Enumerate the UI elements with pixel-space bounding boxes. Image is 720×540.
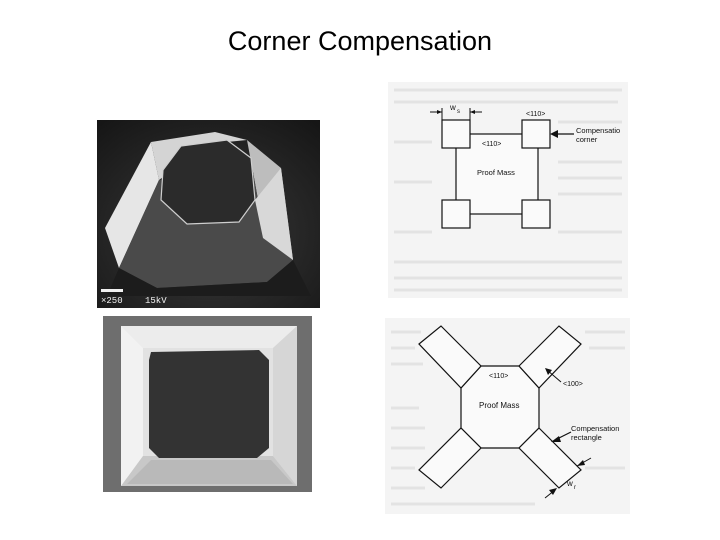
scale-label: ×250 — [101, 296, 123, 306]
direction-label-110: <110> — [489, 373, 508, 380]
corner-square-tl — [441, 119, 471, 149]
corner-square-bl — [441, 199, 471, 229]
frame-left-bevel — [121, 326, 143, 486]
comp-rect-br — [518, 427, 582, 489]
proof-mass-dark — [149, 350, 269, 458]
comp-rect-label-line1: Compensation — [571, 424, 619, 433]
background-text-lines — [394, 88, 622, 292]
corner-square-br — [521, 199, 551, 229]
comp-corner-label-line1: Compensatio — [576, 126, 620, 135]
slide-title: Corner Compensation — [227, 26, 493, 56]
corner-square-tr — [521, 119, 551, 149]
mass-base — [107, 260, 311, 296]
comp-rect-label-line2: rectangle — [571, 433, 602, 442]
mass-right-facet — [255, 168, 293, 260]
direction-label-inner: <110> — [482, 141, 501, 148]
comp-rect-bl — [418, 427, 482, 489]
wr-subscript: r — [574, 485, 576, 491]
frame-top-bevel — [121, 326, 297, 348]
sem-micrograph: ×250 15kV — [97, 120, 320, 308]
voltage-label: 15kV — [145, 296, 167, 306]
top-view-micrograph — [103, 316, 312, 492]
direction-label-100: <100> — [563, 381, 583, 388]
comp-corner-label-line2: corner — [576, 135, 598, 144]
frame-right-bevel — [273, 326, 297, 486]
background-text-lines — [391, 330, 625, 506]
comp-rect-tr — [518, 325, 582, 389]
rectangle-compensation-diagram: <110> <100> Proof Mass Compensation rect… — [385, 318, 630, 514]
comp-rect-tl — [418, 325, 482, 389]
frame-bottom-texture — [127, 460, 293, 484]
scale-bar — [101, 289, 123, 292]
proof-mass-label: Proof Mass — [477, 168, 515, 177]
wr-label: w — [566, 479, 573, 488]
mass-left-wall — [105, 142, 159, 268]
ws-label: w — [449, 103, 456, 112]
square-compensation-diagram: w s <110> <110> Proof Mass Compensatio c… — [388, 82, 628, 298]
direction-label-top: <110> — [526, 111, 545, 118]
proof-mass-label: Proof Mass — [479, 401, 519, 410]
ws-subscript: s — [457, 109, 460, 115]
